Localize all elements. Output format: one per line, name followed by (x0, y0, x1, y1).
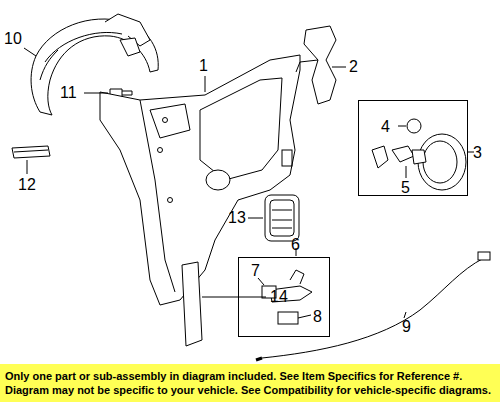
callout-number: 8 (313, 308, 322, 326)
callout-number: 1 (199, 57, 208, 75)
callout-number: 14 (270, 288, 288, 306)
callout-number: 9 (402, 318, 411, 336)
notice-bar: Only one part or sub-assembly in diagram… (0, 364, 500, 402)
callout-number: 2 (349, 58, 358, 76)
callout-number: 10 (4, 30, 22, 48)
callout-number: 13 (228, 209, 246, 227)
callout-number: 7 (251, 262, 260, 280)
group-box: 345 (358, 100, 468, 196)
callout-number: 12 (18, 176, 36, 194)
callout-number: 6 (291, 236, 300, 254)
callout-number: 11 (60, 84, 77, 102)
callout-number: 4 (381, 118, 390, 136)
callout-number: 3 (473, 144, 482, 162)
callout-number: 5 (401, 179, 410, 197)
notice-text: Only one part or sub-assembly in diagram… (0, 364, 500, 402)
